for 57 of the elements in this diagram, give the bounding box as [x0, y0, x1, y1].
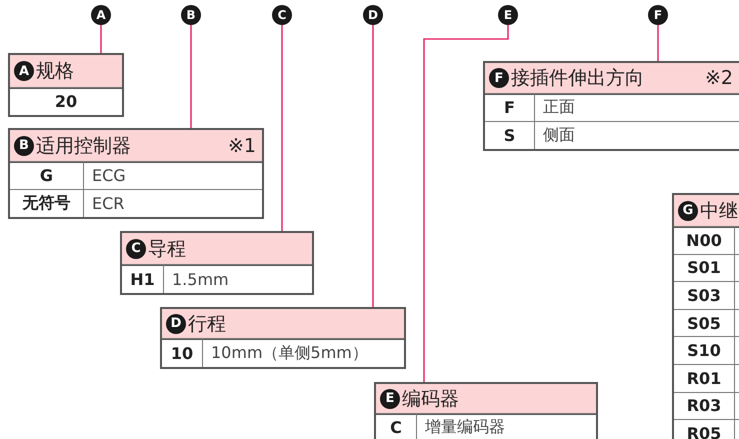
letter-badge: G: [678, 200, 698, 220]
table-cell: S05: [674, 308, 735, 336]
table-cell: 10mm（单侧5mm）: [203, 338, 404, 367]
letter-badge: F: [489, 68, 509, 88]
table-cell: 1.5mm: [164, 264, 312, 293]
leader-line: [100, 25, 102, 53]
leader-line: [423, 25, 509, 382]
table-cell: ECG: [84, 161, 262, 189]
table-cell: C: [376, 413, 417, 439]
leader-line: [372, 25, 374, 307]
table-cell: H1: [122, 264, 164, 293]
callout-badge: B: [181, 5, 201, 25]
table-cell: R03: [674, 392, 735, 420]
table-cell: F: [485, 93, 535, 121]
table-cell: R05: [674, 419, 735, 439]
letter-badge: E: [380, 388, 400, 408]
header-title: 规格: [36, 60, 74, 82]
table-cell: 增量编码器: [417, 413, 596, 439]
letter-badge: B: [14, 136, 34, 156]
leader-line: [657, 25, 659, 61]
spec-table: [374, 382, 598, 439]
header-title: 中继: [700, 200, 738, 222]
spec-table: [483, 61, 739, 151]
header-title: 适用控制器: [36, 134, 131, 156]
callout-badge: D: [363, 5, 383, 25]
table-cell: 侧面: [535, 121, 739, 149]
letter-badge: D: [166, 314, 186, 334]
header-title: 行程: [188, 312, 226, 334]
callout-badge: A: [91, 5, 111, 25]
table-cell: 20: [10, 87, 122, 115]
table-cell: S01: [674, 254, 735, 282]
callout-badge: F: [648, 5, 668, 25]
callout-badge: E: [498, 5, 518, 25]
spec-table: [8, 53, 124, 117]
header-title: 导程: [148, 238, 186, 260]
table-cell: 正面: [535, 93, 739, 121]
table-cell: N00: [674, 226, 735, 254]
table-cell: S10: [674, 336, 735, 364]
table-cell: S03: [674, 281, 735, 309]
note-mark: ※2: [704, 67, 733, 89]
letter-badge: C: [126, 238, 146, 258]
table-cell: G: [10, 161, 84, 189]
note-mark: ※1: [228, 134, 256, 156]
leader-line: [281, 25, 283, 231]
table-cell: S: [485, 121, 535, 149]
spec-table: [160, 307, 406, 369]
header-title: 编码器: [402, 388, 459, 410]
spec-table: [8, 128, 264, 219]
table-cell: ECR: [84, 189, 262, 217]
header-title: 接插件伸出方向: [511, 67, 644, 89]
table-cell: 10: [162, 338, 203, 367]
table-cell: R01: [674, 364, 735, 392]
table-cell: 无符号: [10, 189, 84, 217]
leader-line: [190, 25, 192, 128]
spec-table: [120, 231, 314, 295]
letter-badge: A: [14, 61, 34, 81]
callout-badge: C: [272, 5, 292, 25]
